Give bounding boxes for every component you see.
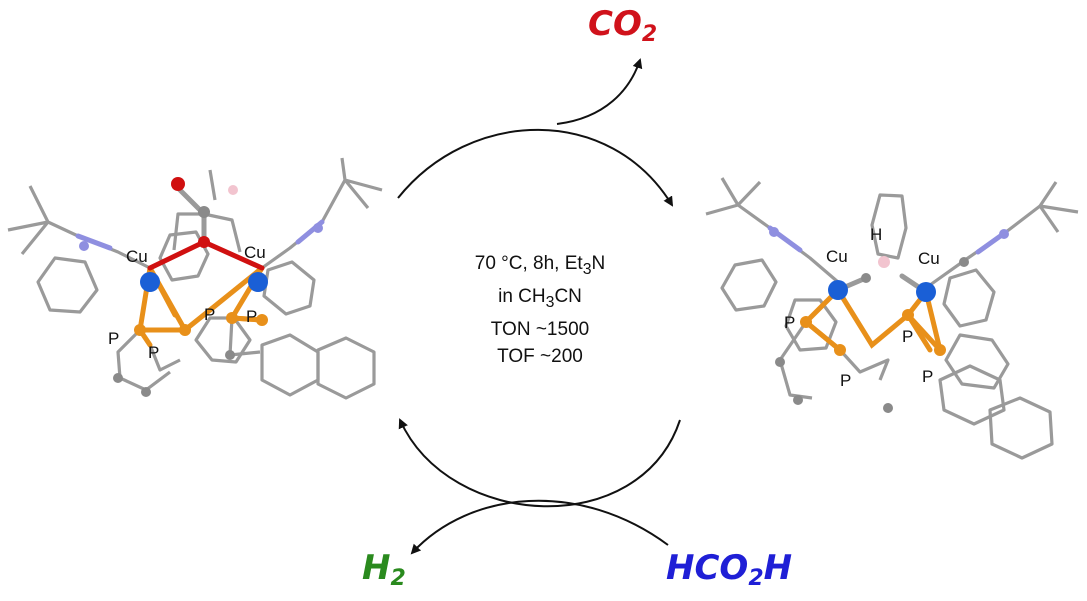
top-cycle-arrow (397, 128, 674, 207)
carbon-atom (198, 206, 210, 218)
hydrogen-atom (228, 185, 238, 195)
formic-acid-label: HCO2H (666, 548, 793, 591)
left-p-label: P (246, 307, 257, 326)
reaction-conditions: 70 °C, 8h, Et3N in CH3CN TON ~1500 TOF ~… (410, 250, 670, 370)
left-complex: Cu Cu P P P P (7, 157, 383, 400)
carbon-atom (225, 350, 235, 360)
left-p-label: P (204, 305, 215, 324)
left-cu-label: Cu (244, 243, 266, 262)
right-cu-label: Cu (918, 249, 940, 268)
carbon-atom (141, 387, 151, 397)
right-h-label: H (870, 225, 882, 244)
oxygen-atom (198, 236, 210, 248)
nitrogen-atom (313, 223, 323, 233)
oxygen-atom (171, 177, 185, 191)
conditions-solvent-line: in CH3CN (498, 285, 582, 311)
conditions-ton-line: TON ~1500 (490, 318, 590, 340)
co2-label: CO2 (588, 4, 658, 47)
right-cu-label: Cu (826, 247, 848, 266)
phosphorus-atom (800, 316, 812, 328)
right-p-label: P (922, 367, 933, 386)
copper-atom (248, 272, 268, 292)
nitrogen-atom (999, 229, 1009, 239)
left-p-label: P (108, 329, 119, 348)
co2-release-arrow (556, 58, 643, 125)
bottom-cycle-arrow (398, 418, 681, 508)
right-p-label: P (840, 371, 851, 390)
phosphorus-atom (902, 309, 914, 321)
cycle-arrows (397, 58, 681, 555)
phosphorus-atom (934, 344, 946, 356)
copper-atom (140, 272, 160, 292)
right-complex-atoms (769, 227, 1009, 413)
phosphorus-atom (226, 312, 238, 324)
left-p-label: P (148, 343, 159, 362)
conditions-tof-line: TOF ~200 (497, 345, 583, 367)
right-p-label: P (784, 313, 795, 332)
right-complex: H Cu Cu P P P P (705, 177, 1079, 460)
left-cu-label: Cu (126, 247, 148, 266)
carbon-atom (883, 403, 893, 413)
right-p-label: P (902, 327, 913, 346)
conditions-temperature-line: 70 °C, 8h, Et3N (474, 253, 606, 278)
carbon-atom (861, 273, 871, 283)
carbon-atom (793, 395, 803, 405)
phosphorus-atom (179, 324, 191, 336)
nitrogen-atom (769, 227, 779, 237)
left-complex-atoms (79, 177, 323, 397)
phosphorus-atom (834, 344, 846, 356)
phosphorus-atom (134, 324, 146, 336)
carbon-atom (959, 257, 969, 267)
nitrogen-atom (79, 241, 89, 251)
h2-label: H2 (362, 548, 406, 591)
copper-atom (828, 280, 848, 300)
carbon-atom (775, 357, 785, 367)
formic-acid-input-arrow (410, 499, 669, 555)
phosphorus-atom (256, 314, 268, 326)
carbon-atom (113, 373, 123, 383)
hydrogen-atom (878, 256, 890, 268)
copper-atom (916, 282, 936, 302)
